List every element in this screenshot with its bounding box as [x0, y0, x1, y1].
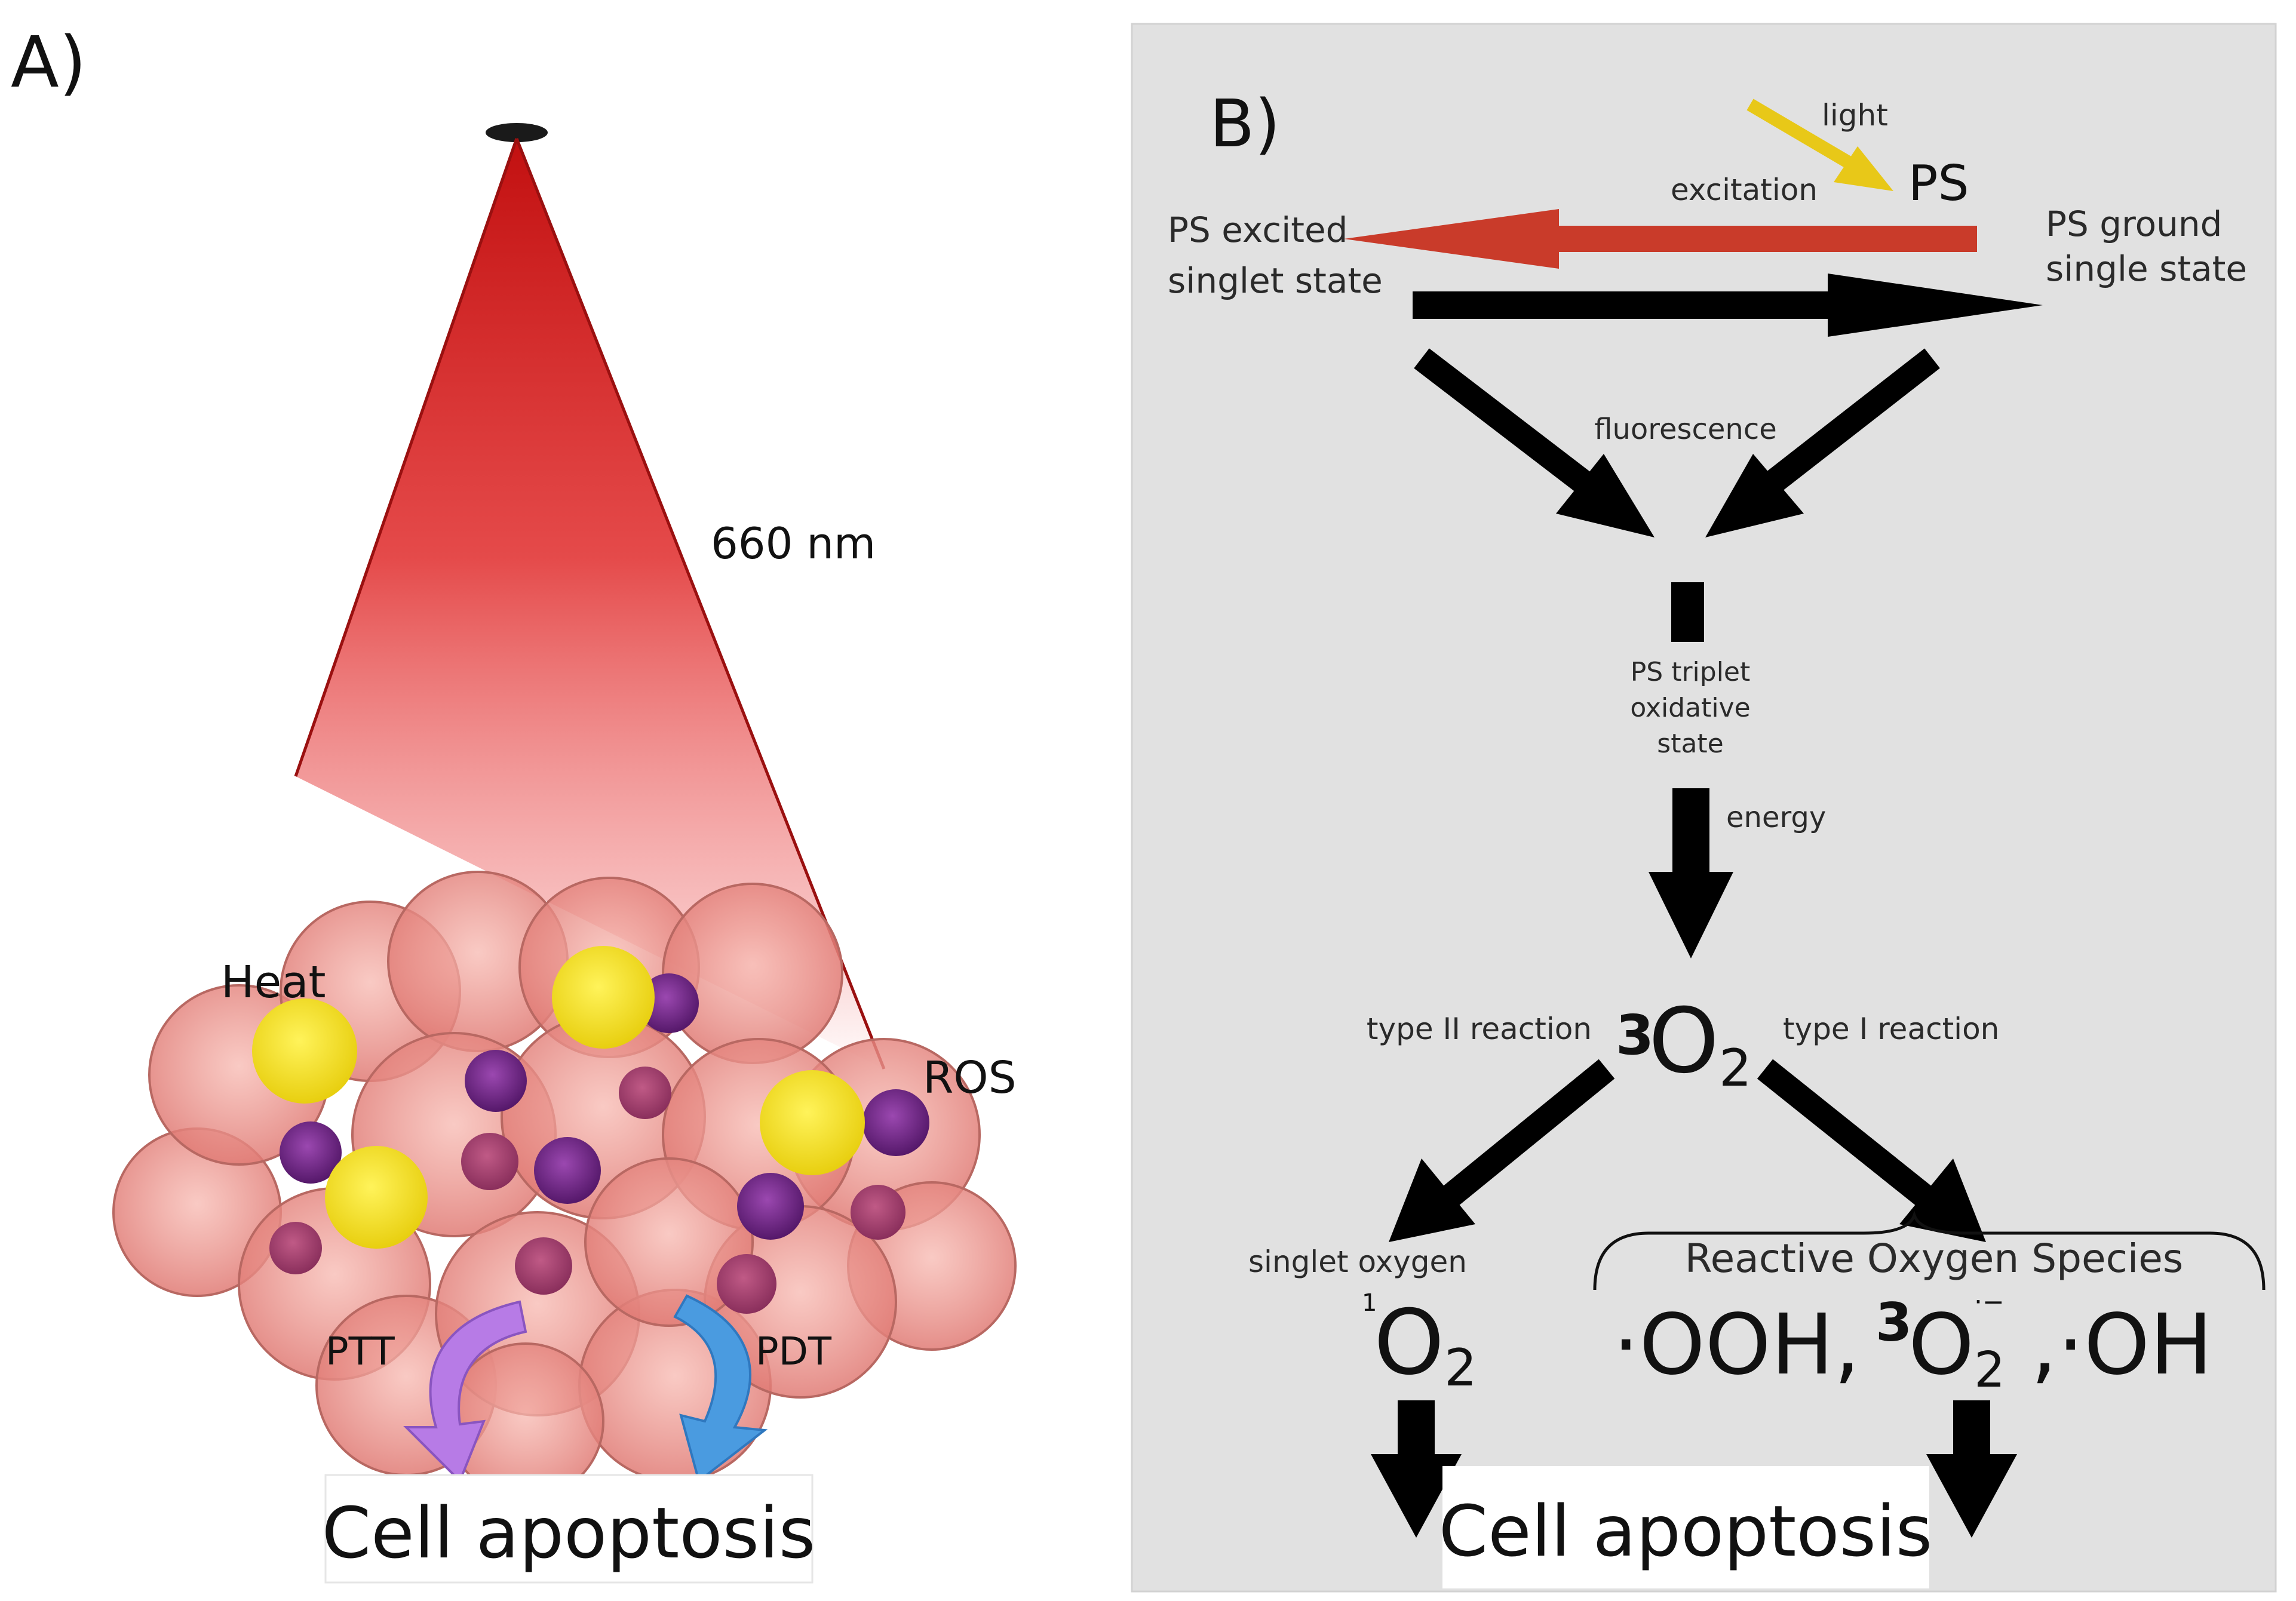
beam-edge-right	[515, 138, 886, 1070]
ros-particle	[619, 1067, 671, 1119]
ros-formula-charge: ·−	[1974, 1287, 2005, 1317]
ps-ground-line1: PS ground	[2046, 204, 2222, 244]
type1-label: type I reaction	[1783, 1012, 1999, 1046]
outcome-label-b: Cell apoptosis	[1439, 1490, 1933, 1572]
energy-arrow-shaft	[1672, 788, 1709, 884]
pdt-arrow	[673, 1294, 768, 1483]
ps-excited-line2: singlet state	[1168, 260, 1383, 301]
pdt-label: PDT	[756, 1330, 832, 1374]
energy-arrow-head	[1649, 872, 1733, 958]
singlet-o: O	[1374, 1291, 1444, 1395]
ros-particle	[851, 1185, 905, 1240]
type2-arrow-head	[1389, 1159, 1475, 1242]
ros-particle	[515, 1237, 572, 1295]
ps-ground-line2: single state	[2046, 248, 2247, 289]
type1-arrow-shaft	[1757, 1059, 1938, 1210]
type2-arrow-shaft	[1437, 1059, 1615, 1210]
ptt-label: PTT	[326, 1330, 395, 1374]
type1-arrow-head	[1899, 1159, 1986, 1242]
singlet-sub: 2	[1444, 1338, 1477, 1398]
panel-b-label: B)	[1210, 85, 1280, 162]
outcome-box-a	[324, 1474, 814, 1584]
panel-a-label: A)	[11, 21, 87, 103]
isc-arrow-right-head	[1705, 454, 1804, 537]
ros-particle	[717, 1254, 776, 1314]
panel-a: A) 660 nm Heat	[11, 21, 1017, 1584]
ros-particle	[737, 1173, 804, 1240]
ps-triplet-line2: oxidative	[1630, 693, 1750, 723]
relaxation-arrow-head	[1828, 274, 2043, 337]
singlet-oxygen-label: singlet oxygen	[1248, 1244, 1467, 1279]
relaxation-arrow-shaft	[1413, 291, 1843, 319]
light-arrow-shaft	[1746, 99, 1855, 170]
ps-triplet-line3: state	[1657, 729, 1723, 759]
ros-particle	[862, 1089, 929, 1156]
ros-formula-o: O	[1908, 1296, 1974, 1394]
energy-label: energy	[1726, 801, 1826, 834]
light-beam	[296, 139, 884, 1069]
outcome-label-a: Cell apoptosis	[322, 1492, 816, 1574]
heat-particle	[325, 1146, 428, 1249]
ptt-arrow	[403, 1300, 527, 1483]
ros-formula-sub: 2	[1974, 1342, 2005, 1399]
oxygen-sub: 2	[1719, 1038, 1752, 1098]
heat-particle	[760, 1070, 865, 1175]
apoptosis-arrow-right-head	[1926, 1454, 2017, 1538]
tumor-cell	[584, 1157, 754, 1327]
oxygen-base: O	[1649, 990, 1719, 1093]
ros-particle	[280, 1121, 342, 1184]
apoptosis-arrow-left-head	[1371, 1454, 1462, 1538]
ros-particle	[465, 1050, 527, 1112]
ros-brace	[1593, 1210, 2266, 1290]
ros-formula-sup: 3	[1876, 1292, 1912, 1353]
ros-particle	[639, 973, 699, 1033]
light-label: light	[1822, 98, 1888, 133]
ros-formula-b: ,·OH	[2031, 1296, 2212, 1394]
light-arrow-head	[1834, 146, 1893, 191]
ros-particle	[534, 1137, 601, 1204]
wavelength-label: 660 nm	[711, 518, 876, 569]
fluorescence-label: fluorescence	[1594, 413, 1777, 446]
heat-label: Heat	[221, 957, 326, 1008]
ps-triplet-line1: PS triplet	[1631, 657, 1751, 687]
singlet-sup: 1	[1362, 1289, 1377, 1317]
ros-particle	[269, 1222, 322, 1274]
beam-edge-left	[294, 138, 518, 777]
excitation-label: excitation	[1671, 173, 1818, 207]
isc-arrow-right-shaft	[1748, 348, 1940, 506]
oxygen-sup: 3	[1616, 1003, 1654, 1067]
excitation-arrow-head	[1344, 209, 1559, 269]
excitation-arrow-shaft	[1553, 226, 1977, 252]
light-source-icon	[486, 123, 548, 142]
ps-excited-line1: PS excited	[1168, 210, 1347, 250]
outcome-box-b	[1442, 1466, 1929, 1588]
type2-label: type II reaction	[1367, 1012, 1592, 1046]
isc-arrow-left-shaft	[1414, 348, 1609, 506]
triplet-marker	[1671, 582, 1704, 642]
ros-formula-a: ·OOH,	[1613, 1296, 1861, 1394]
heat-particle	[252, 998, 357, 1104]
ps-label: PS	[1908, 155, 1969, 212]
ros-label: ROS	[923, 1052, 1017, 1104]
heat-particle	[552, 946, 655, 1049]
ros-title: Reactive Oxygen Species	[1685, 1236, 2183, 1282]
isc-arrow-left-head	[1556, 454, 1655, 537]
ros-particle	[461, 1133, 518, 1190]
